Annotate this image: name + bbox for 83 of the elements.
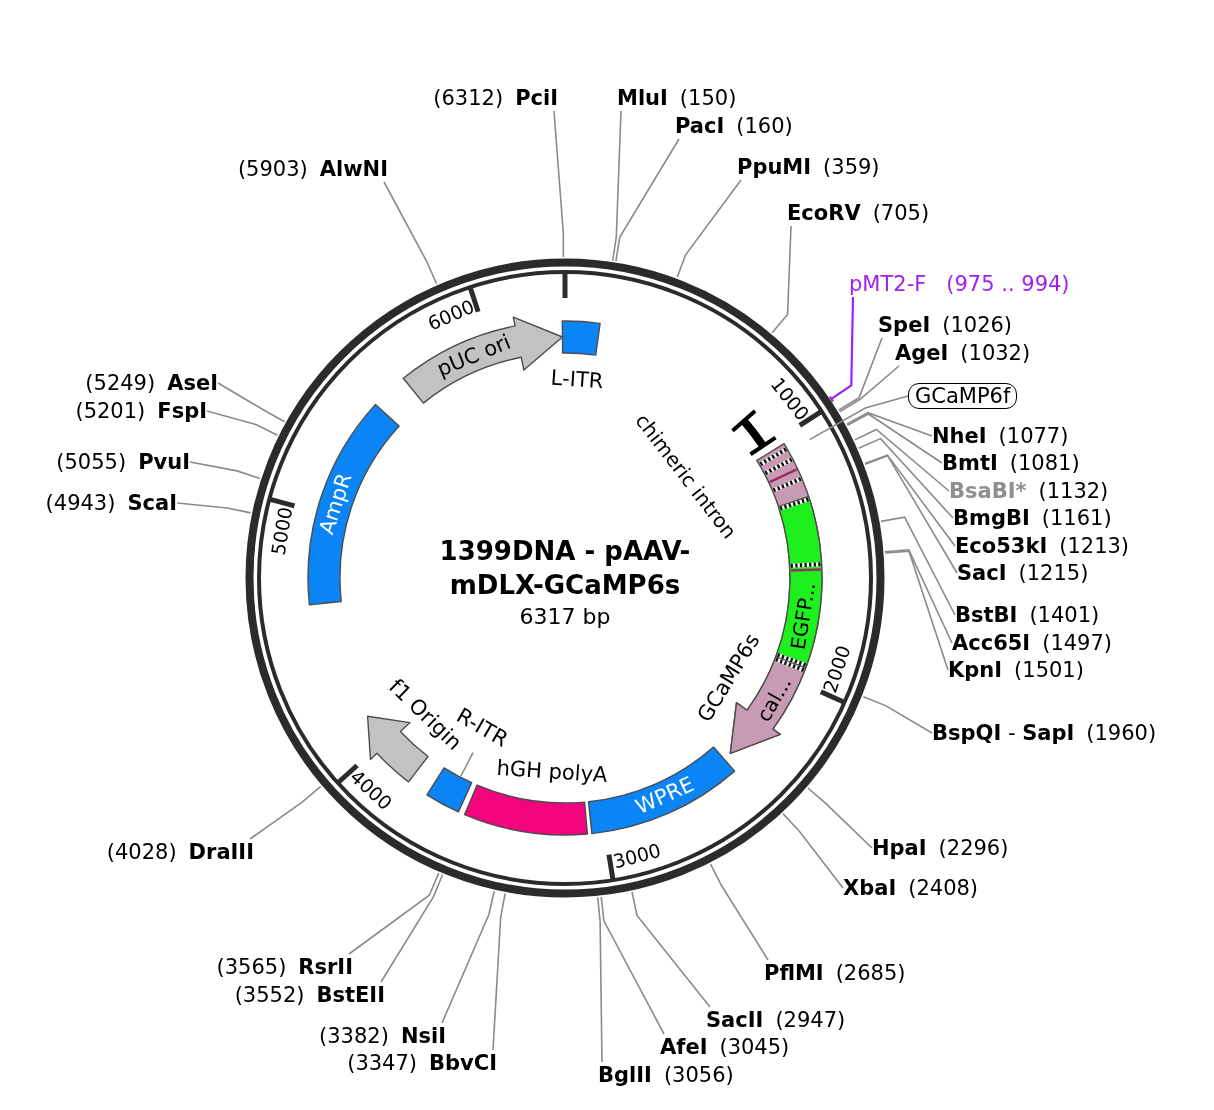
- feature-label: hGH polyA: [496, 755, 609, 788]
- leader-line: [492, 892, 506, 1051]
- restriction-site-label: (5903) AlwNI: [237, 156, 388, 182]
- restriction-site-label: BspQI - SapI (1960): [932, 720, 1157, 746]
- restriction-site-label: (3565) RsrII: [216, 954, 353, 980]
- leader-line: [857, 437, 954, 519]
- restriction-site-label: XbaI (2408): [843, 875, 979, 901]
- restriction-site-label: BstBI (1401): [955, 602, 1100, 628]
- feature-segment: [773, 495, 824, 670]
- restriction-site-label: (4943) ScaI: [45, 490, 177, 516]
- leader-line: [884, 548, 953, 644]
- leader-line: [383, 181, 438, 285]
- restriction-site-label: EcoRV (705): [787, 200, 930, 226]
- leader-line: [880, 516, 956, 616]
- restriction-site-label: SpeI (1026): [878, 312, 1013, 338]
- primer-label: pMT2-F (975 .. 994): [849, 271, 1070, 297]
- restriction-site-label: PflMI (2685): [764, 960, 906, 986]
- restriction-site-label: SacI (1215): [957, 560, 1089, 586]
- restriction-site-label: AgeI (1032): [895, 340, 1031, 366]
- feature-box: [424, 765, 474, 815]
- restriction-site-label: (4028) DraIII: [106, 839, 254, 865]
- leader-line: [249, 785, 322, 840]
- restriction-site-label: PacI (160): [675, 113, 793, 139]
- leader-line: [615, 138, 680, 262]
- leader-line: [808, 395, 909, 441]
- restriction-site-label: (5249) AseI: [85, 370, 218, 396]
- restriction-site-label: MluI (150): [617, 85, 737, 111]
- feature-label: EGFP...: [785, 580, 821, 651]
- ruler-number: 3000: [610, 838, 664, 873]
- leader-line: [838, 365, 900, 413]
- leader-line: [217, 382, 286, 423]
- leader-line: [460, 751, 474, 777]
- plasmid-length: 6317 bp: [519, 603, 611, 631]
- restriction-site-label: BmtI (1081): [942, 450, 1080, 476]
- restriction-site-label: (3382) NsiI: [319, 1023, 446, 1049]
- restriction-site-label: AfeI (3045): [660, 1034, 790, 1060]
- ruler-number: 2000: [818, 642, 856, 696]
- leader-line: [782, 812, 844, 889]
- restriction-site-label: BglII (3056): [598, 1062, 734, 1088]
- feature-label: L-ITR: [549, 365, 604, 395]
- leader-line: [884, 550, 949, 671]
- leader-line: [846, 413, 943, 464]
- leader-line: [846, 411, 933, 437]
- restriction-site-label: (3347) BbvCI: [347, 1050, 497, 1076]
- restriction-site-label: (5055) PvuI: [56, 449, 190, 475]
- leader-line: [611, 110, 622, 262]
- leader-line: [553, 110, 565, 258]
- restriction-site-label: BsaBI* (1132): [949, 478, 1109, 504]
- leader-line: [862, 695, 933, 734]
- feature-tag: GCaMP6f: [908, 383, 1018, 409]
- feature-label: AmpR: [314, 469, 358, 538]
- restriction-site-label: SacII (2947): [706, 1007, 846, 1033]
- leader-line: [864, 454, 958, 574]
- leader-line: [348, 872, 440, 955]
- leader-line: [837, 337, 883, 411]
- leader-line: [828, 295, 855, 403]
- feature-arc: [305, 401, 402, 608]
- restriction-site-label: PpuMI (359): [737, 154, 880, 180]
- restriction-site-label: Acc65I (1497): [952, 630, 1113, 656]
- leader-line: [771, 225, 792, 334]
- restriction-site-label: NheI (1077): [932, 423, 1069, 449]
- restriction-site-label: (3552) BstEII: [234, 982, 385, 1008]
- restriction-site-label: HpaI (2296): [872, 835, 1009, 861]
- leader-line: [854, 428, 950, 492]
- leader-line: [600, 896, 665, 1035]
- plasmid-name: 1399DNA - pAAV-mDLX-GCaMP6s: [438, 535, 692, 602]
- leader-line: [807, 787, 873, 849]
- leader-line: [441, 890, 495, 1024]
- restriction-site-label: (6312) PciI: [433, 85, 558, 111]
- leader-line: [206, 410, 279, 437]
- restriction-site-label: Eco53kI (1213): [955, 533, 1130, 559]
- leader-line: [189, 461, 261, 480]
- leader-line: [709, 863, 769, 961]
- leader-line: [631, 891, 711, 1008]
- leader-line: [596, 896, 603, 1063]
- leader-line: [380, 873, 444, 983]
- restriction-site-label: KpnI (1501): [948, 657, 1084, 683]
- leader-line: [176, 502, 252, 514]
- restriction-site-label: BmgBI (1161): [953, 505, 1112, 531]
- leader-line: [864, 454, 956, 547]
- leader-line: [676, 179, 742, 278]
- restriction-site-label: (5201) FspI: [75, 398, 207, 424]
- ruler-number: 5000: [266, 504, 298, 557]
